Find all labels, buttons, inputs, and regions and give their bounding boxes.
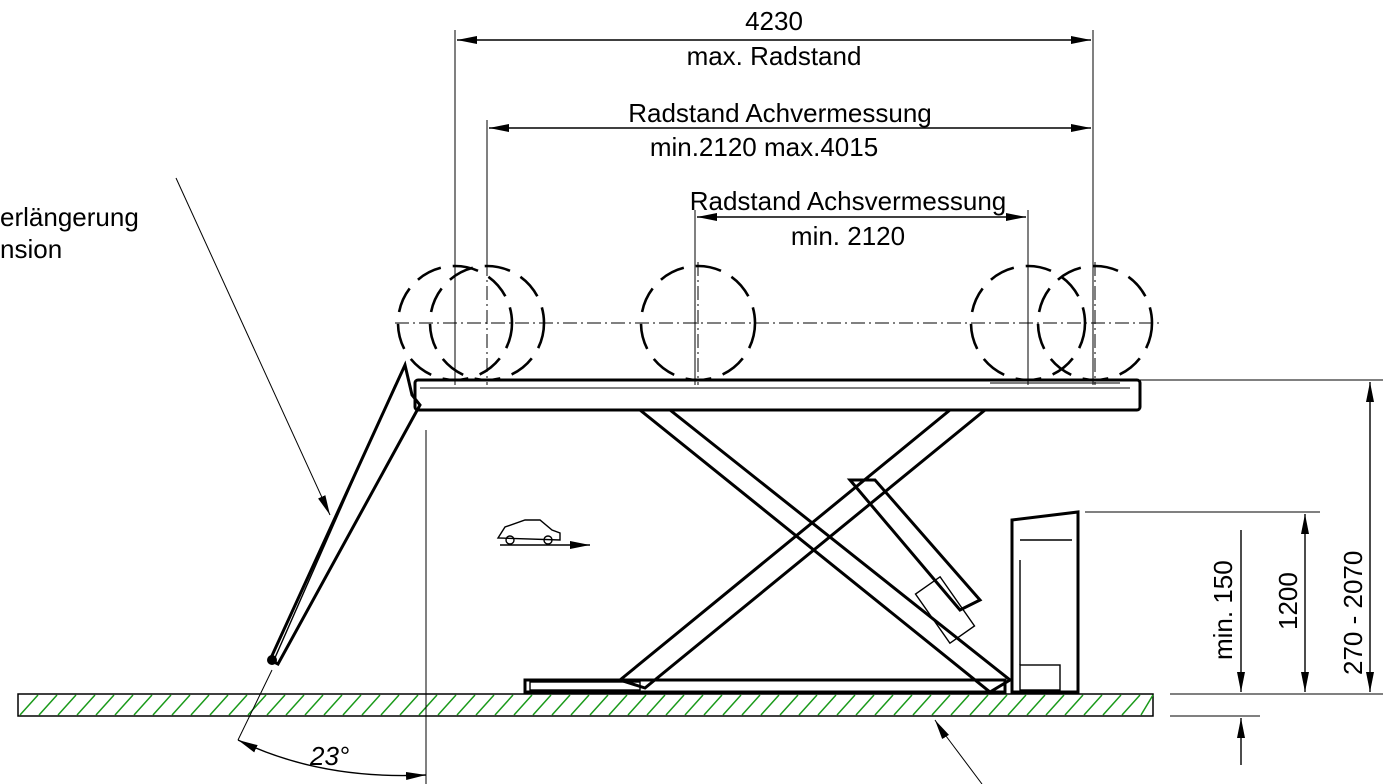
- axle-alignment-min: min. 2120: [791, 221, 905, 251]
- floor-hatch-line: [1083, 694, 1103, 716]
- ramp-extension-label-line1: erlängerung: [0, 202, 139, 232]
- ramp-extension: [267, 360, 422, 666]
- floor-hatch-line: [874, 694, 894, 716]
- scissor-mechanism: [616, 408, 1013, 694]
- angle-label: 23°: [309, 741, 349, 771]
- floor-hatch-line: [988, 694, 1008, 716]
- floor-hatch-line: [760, 694, 780, 716]
- control-height-label: 1200: [1273, 572, 1303, 630]
- floor-hatch-line: [912, 694, 932, 716]
- lift-range-label: 270 - 2070: [1338, 551, 1368, 675]
- floor-hatch-line: [209, 694, 229, 716]
- floor-hatch-line: [418, 694, 438, 716]
- alignment-wheelbase-label: Radstand Achvermessung: [628, 98, 932, 128]
- leader-lines: [175, 177, 983, 784]
- floor-hatch-line: [1007, 694, 1027, 716]
- angle-indicator: [237, 430, 427, 784]
- floor-hatch-line: [532, 694, 552, 716]
- floor-hatch-line: [152, 694, 172, 716]
- control-unit: [1010, 510, 1080, 694]
- floor-hatch-line: [779, 694, 799, 716]
- floor-hatch-line: [323, 694, 343, 716]
- floor-hatch-line: [1064, 694, 1084, 716]
- floor-hatch-line: [608, 694, 628, 716]
- floor-hatch-line: [304, 694, 324, 716]
- floor-hatch-line: [817, 694, 837, 716]
- floor-hatch-line: [114, 694, 134, 716]
- floor-hatch-line: [190, 694, 210, 716]
- floor-hatch-line: [627, 694, 647, 716]
- dimension-lines: [454, 30, 1094, 385]
- alignment-wheelbase-range: min.2120 max.4015: [650, 132, 878, 162]
- floor-hatch-line: [19, 694, 39, 716]
- floor-hatch-line: [380, 694, 400, 716]
- floor-hatch-line: [399, 694, 419, 716]
- floor-hatch-line: [551, 694, 571, 716]
- floor-hatch-line: [247, 694, 267, 716]
- floor-hatch-line: [57, 694, 77, 716]
- wheel-positions: [395, 262, 1160, 385]
- floor-hatch-line: [133, 694, 153, 716]
- floor: [17, 693, 1154, 717]
- floor-hatch-line: [684, 694, 704, 716]
- lift-platform: [413, 378, 1142, 412]
- floor-hatch-line: [1102, 694, 1122, 716]
- floor-hatch-line: [1140, 694, 1154, 716]
- axle-alignment-label: Radstand Achsvermessung: [690, 186, 1007, 216]
- floor-hatch-line: [95, 694, 115, 716]
- floor-hatch-line: [1045, 694, 1065, 716]
- min-height-label: min. 150: [1208, 560, 1238, 660]
- floor-hatch-line: [893, 694, 913, 716]
- floor-hatch-line: [646, 694, 666, 716]
- floor-hatch-line: [76, 694, 96, 716]
- floor-hatch-line: [703, 694, 723, 716]
- floor-hatch-line: [798, 694, 818, 716]
- floor-hatch-line: [950, 694, 970, 716]
- floor-hatch-line: [342, 694, 362, 716]
- floor-hatch-line: [1026, 694, 1046, 716]
- floor-hatch-line: [38, 694, 58, 716]
- max-wheelbase-label: max. Radstand: [687, 41, 862, 71]
- floor-hatch-line: [741, 694, 761, 716]
- ramp-extension-label-line2: nsion: [0, 234, 62, 264]
- floor-hatch-line: [589, 694, 609, 716]
- floor-hatch-line: [969, 694, 989, 716]
- max-wheelbase-value: 4230: [745, 6, 803, 36]
- floor-hatch-line: [836, 694, 856, 716]
- base-frame: [523, 678, 1007, 694]
- floor-hatch-line: [855, 694, 875, 716]
- floor-hatch-line: [475, 694, 495, 716]
- floor-hatch-line: [361, 694, 381, 716]
- floor-hatch-line: [266, 694, 286, 716]
- floor-hatch-line: [456, 694, 476, 716]
- floor-hatch-line: [171, 694, 191, 716]
- floor-hatch-line: [437, 694, 457, 716]
- height-dimensions: [1085, 379, 1383, 765]
- floor-hatch-line: [722, 694, 742, 716]
- floor-hatch-line: [931, 694, 951, 716]
- floor-hatch-line: [285, 694, 305, 716]
- floor-hatch-line: [665, 694, 685, 716]
- floor-hatch-line: [513, 694, 533, 716]
- car-direction-icon: [496, 519, 590, 549]
- floor-hatch-line: [1121, 694, 1141, 716]
- floor-hatch-line: [228, 694, 248, 716]
- floor-hatch-line: [570, 694, 590, 716]
- floor-hatch-line: [494, 694, 514, 716]
